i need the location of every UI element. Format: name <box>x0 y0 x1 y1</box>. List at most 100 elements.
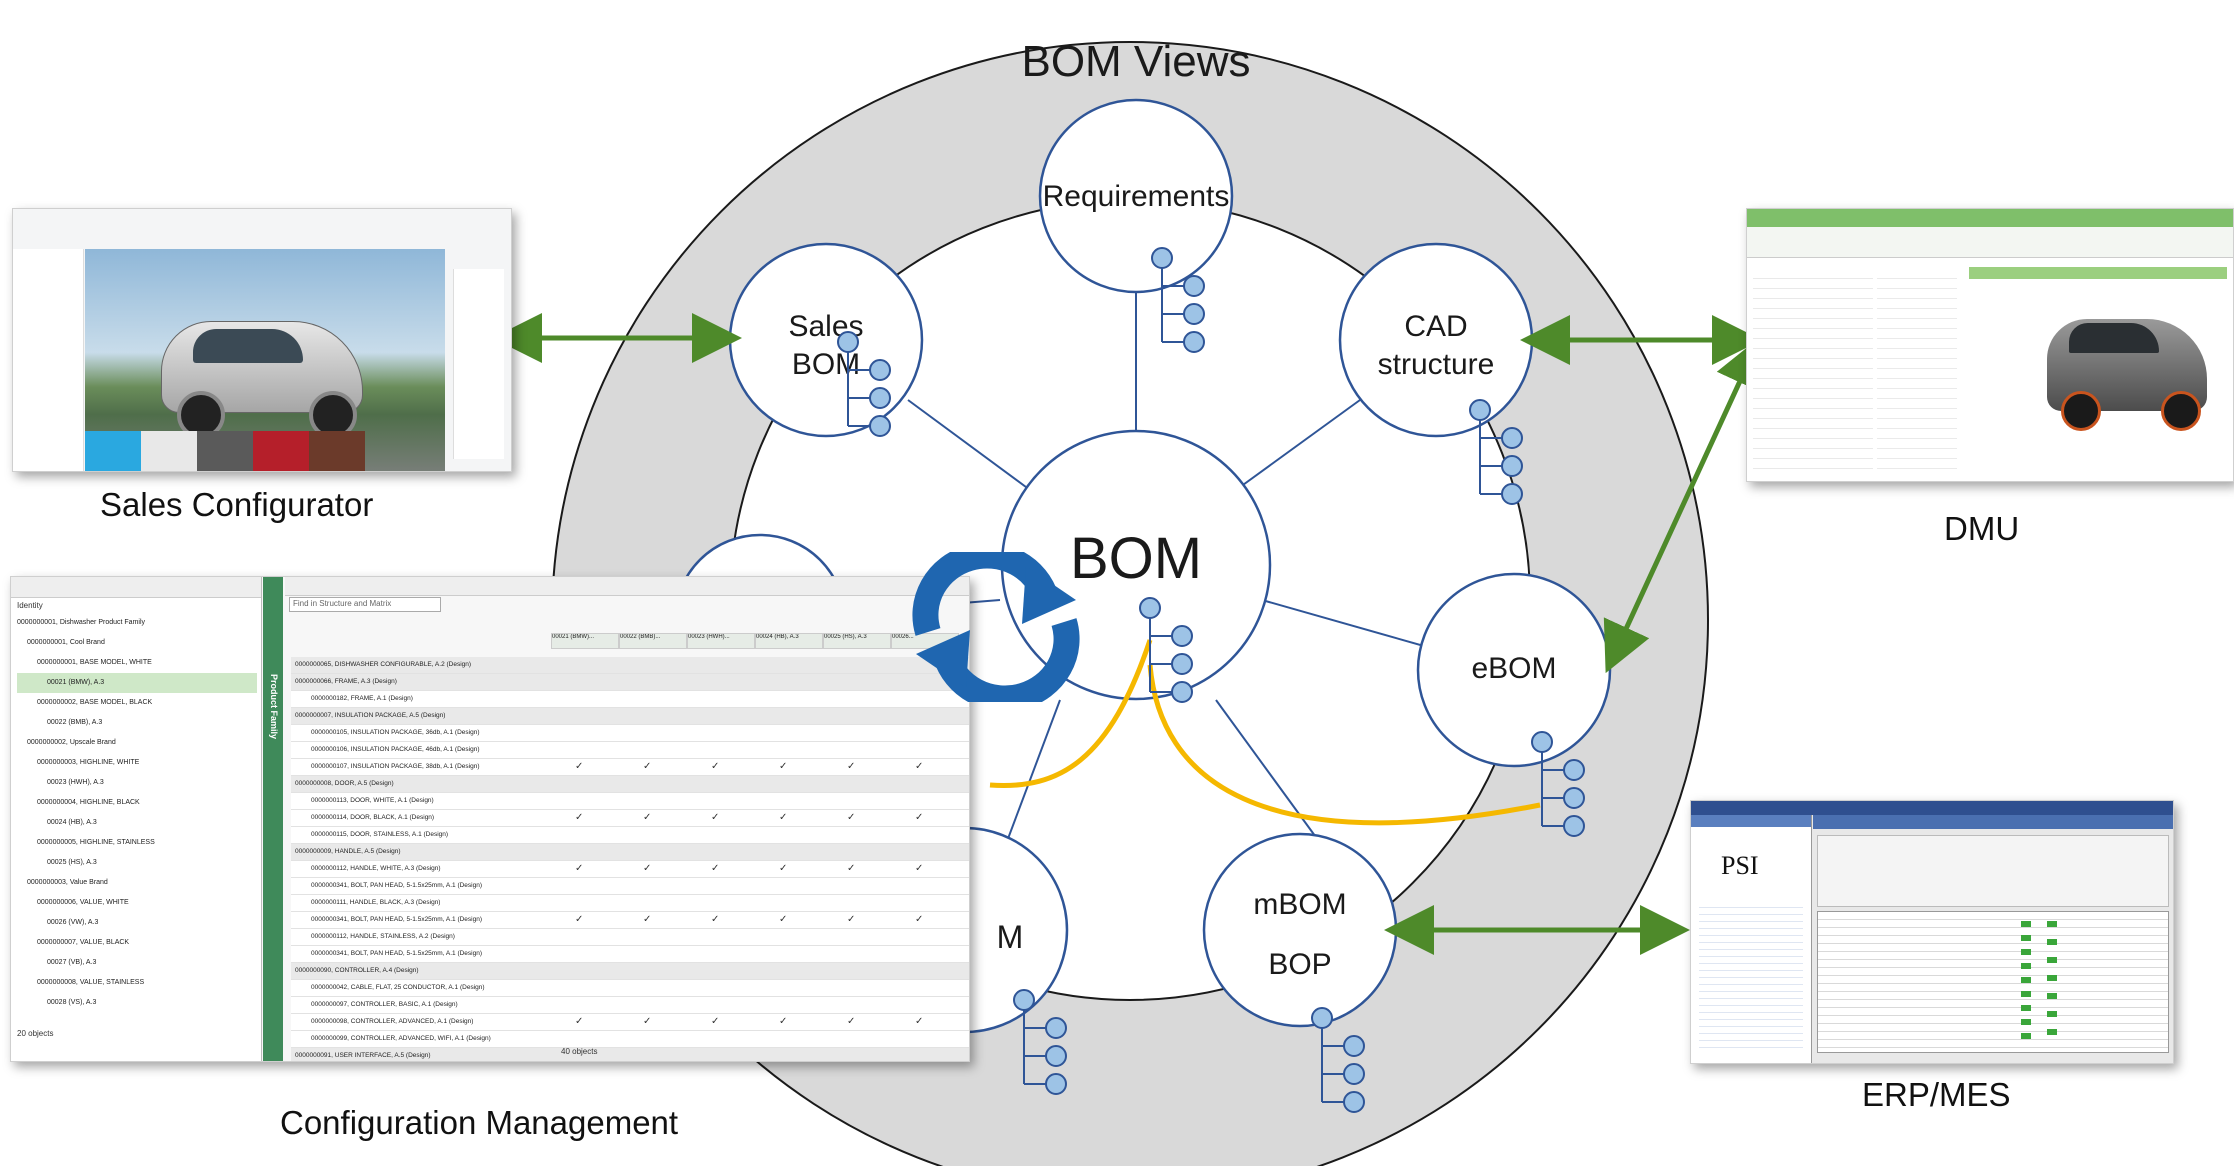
cm-matrix-row-label: 0000000007, INSULATION PACKAGE, A.5 (Des… <box>295 712 446 719</box>
cm-matrix-row-label: 0000000097, CONTROLLER, BASIC, A.1 (Desi… <box>311 1001 458 1008</box>
node-hidden-bottom-label: M <box>997 919 1024 955</box>
cm-check-icon: ✓ <box>847 1016 856 1027</box>
tree-bubble <box>1501 455 1523 477</box>
cm-tree-item[interactable]: 0000000001, Dishwasher Product Family <box>17 619 146 626</box>
cm-check-icon: ✓ <box>643 761 652 772</box>
cm-check-icon: ✓ <box>711 761 720 772</box>
cm-matrix-row[interactable]: 0000000098, CONTROLLER, ADVANCED, A.1 (D… <box>291 1014 969 1031</box>
cm-check-icon: ✓ <box>779 761 788 772</box>
cm-tree-item[interactable]: 00025 (HS), A.3 <box>47 859 97 866</box>
node-mbom-label-1: mBOM <box>1253 888 1346 921</box>
cm-matrix-row[interactable]: 0000000182, FRAME, A.1 (Design) <box>291 691 969 708</box>
cm-matrix-row[interactable]: 0000000115, DOOR, STAINLESS, A.1 (Design… <box>291 827 969 844</box>
cm-tree-item[interactable]: 00024 (HB), A.3 <box>47 819 97 826</box>
caption-erp-mes: ERP/MES <box>1862 1076 2011 1113</box>
cm-tree-item[interactable]: 00023 (HWH), A.3 <box>47 779 104 786</box>
tree-bubble-glyph <box>1151 247 1205 353</box>
cm-matrix-row[interactable]: 0000000066, FRAME, A.3 (Design) <box>291 674 969 691</box>
cm-matrix-row[interactable]: 0000000007, INSULATION PACKAGE, A.5 (Des… <box>291 708 969 725</box>
cm-matrix-row[interactable]: 0000000091, USER INTERFACE, A.5 (Design) <box>291 1048 969 1061</box>
cm-matrix-row[interactable]: 0000000106, INSULATION PACKAGE, 46db, A.… <box>291 742 969 759</box>
cm-check-icon: ✓ <box>915 761 924 772</box>
cm-matrix-row[interactable]: 0000000114, DOOR, BLACK, A.1 (Design)✓✓✓… <box>291 810 969 827</box>
cm-matrix-row[interactable]: 0000000008, DOOR, A.5 (Design) <box>291 776 969 793</box>
cm-matrix: 0000000065, DISHWASHER CONFIGURABLE, A.2… <box>291 657 969 1061</box>
cm-tree-item[interactable]: 0000000004, HIGHLINE, BLACK <box>37 799 140 806</box>
tree-bubble <box>869 359 891 381</box>
cm-matrix-row[interactable]: 0000000111, HANDLE, BLACK, A.3 (Design) <box>291 895 969 912</box>
cm-matrix-row[interactable]: 0000000341, BOLT, PAN HEAD, 5-1.5x25mm, … <box>291 912 969 929</box>
tree-bubbles <box>837 247 1585 1113</box>
cm-tree-item[interactable]: 00027 (VB), A.3 <box>47 959 97 966</box>
tree-bubble <box>1343 1035 1365 1057</box>
cm-matrix-row[interactable]: 0000000042, CABLE, FLAT, 25 CONDUCTOR, A… <box>291 980 969 997</box>
cm-tree-item[interactable]: 0000000008, VALUE, STAINLESS <box>37 979 145 986</box>
tree-bubble <box>1013 989 1035 1011</box>
tree-bubble <box>1045 1017 1067 1039</box>
cm-check-icon: ✓ <box>779 914 788 925</box>
cm-matrix-row[interactable]: 0000000090, CONTROLLER, A.4 (Design) <box>291 963 969 980</box>
cm-tree-item[interactable]: 0000000001, BASE MODEL, WHITE <box>37 659 152 666</box>
tree-bubble <box>869 387 891 409</box>
cm-matrix-row-label: 0000000099, CONTROLLER, ADVANCED, WIFI, … <box>311 1035 491 1042</box>
cm-column-header[interactable]: 00023 (HWH)... <box>687 633 755 649</box>
cm-matrix-row[interactable]: 0000000065, DISHWASHER CONFIGURABLE, A.2… <box>291 657 969 674</box>
cm-matrix-row-label: 0000000091, USER INTERFACE, A.5 (Design) <box>295 1052 431 1059</box>
node-cad-label-1: CAD <box>1404 310 1467 343</box>
cm-check-icon: ✓ <box>575 812 584 823</box>
cm-tree-item[interactable]: 0000000003, HIGHLINE, WHITE <box>37 759 140 766</box>
cm-matrix-row[interactable]: 0000000341, BOLT, PAN HEAD, 5-1.5x25mm, … <box>291 878 969 895</box>
cm-tree-item[interactable]: 0000000007, VALUE, BLACK <box>37 939 130 946</box>
cm-tree-item[interactable]: 00026 (VW), A.3 <box>47 919 99 926</box>
tree-bubble <box>1311 1007 1333 1029</box>
tree-bubble <box>1531 731 1553 753</box>
tree-bubble <box>1183 331 1205 353</box>
cm-tree-item[interactable]: 0000000002, BASE MODEL, BLACK <box>37 699 153 706</box>
node-bom-label: BOM <box>1070 526 1202 591</box>
cm-matrix-row-label: 0000000090, CONTROLLER, A.4 (Design) <box>295 967 419 974</box>
configuration-management-screenshot: Identity 0000000001, Dishwasher Product … <box>10 576 970 1062</box>
cm-matrix-row[interactable]: 0000000105, INSULATION PACKAGE, 36db, A.… <box>291 725 969 742</box>
cm-tree-item[interactable]: 0000000003, Value Brand <box>27 879 108 886</box>
cm-tree-item[interactable]: 00022 (BMB), A.3 <box>47 719 103 726</box>
tree-bubble <box>1171 625 1193 647</box>
erp-screenshot: PSI <box>1690 800 2174 1064</box>
cm-matrix-row-label: 0000000106, INSULATION PACKAGE, 46db, A.… <box>311 746 480 753</box>
tree-bubble <box>1501 427 1523 449</box>
cm-check-icon: ✓ <box>779 863 788 874</box>
cm-matrix-row[interactable]: 0000000009, HANDLE, A.5 (Design) <box>291 844 969 861</box>
cm-footer-left: 20 objects <box>17 1029 54 1038</box>
cm-column-header[interactable]: 00021 (BMW)... <box>551 633 619 649</box>
cm-column-header[interactable]: 00022 (BMB)... <box>619 633 687 649</box>
cm-tree-item[interactable]: 0000000002, Upscale Brand <box>27 739 116 746</box>
cm-side-tab[interactable]: Product Family <box>269 674 279 740</box>
cm-find-input[interactable]: Find in Structure and Matrix <box>293 599 392 608</box>
cm-matrix-row[interactable]: 0000000341, BOLT, PAN HEAD, 5-1.5x25mm, … <box>291 946 969 963</box>
cm-matrix-row[interactable]: 0000000097, CONTROLLER, BASIC, A.1 (Desi… <box>291 997 969 1014</box>
cm-matrix-row[interactable]: 0000000113, DOOR, WHITE, A.1 (Design) <box>291 793 969 810</box>
tree-bubble <box>1139 597 1161 619</box>
cm-matrix-row-label: 0000000111, HANDLE, BLACK, A.3 (Design) <box>311 899 441 906</box>
cm-matrix-row-label: 0000000341, BOLT, PAN HEAD, 5-1.5x25mm, … <box>311 882 483 889</box>
cm-column-header[interactable]: 00025 (HS), A.3 <box>823 633 891 649</box>
cm-check-icon: ✓ <box>575 914 584 925</box>
cm-tree-item[interactable]: 00028 (VS), A.3 <box>47 999 97 1006</box>
cm-matrix-row[interactable]: 0000000099, CONTROLLER, ADVANCED, WIFI, … <box>291 1031 969 1048</box>
cm-matrix-row[interactable]: 0000000112, HANDLE, WHITE, A.3 (Design)✓… <box>291 861 969 878</box>
yellow-links <box>989 639 1541 826</box>
cm-matrix-row[interactable]: 0000000107, INSULATION PACKAGE, 38db, A.… <box>291 759 969 776</box>
cm-check-icon: ✓ <box>915 863 924 874</box>
green-arrows <box>492 313 1763 955</box>
tree-bubble-glyph <box>1013 989 1067 1095</box>
cm-column-header[interactable]: 00024 (HB), A.3 <box>755 633 823 649</box>
tree-bubble <box>1563 759 1585 781</box>
cm-tree-item[interactable]: 0000000006, VALUE, WHITE <box>37 899 129 906</box>
cm-matrix-row-label: 0000000113, DOOR, WHITE, A.1 (Design) <box>311 797 434 804</box>
diagram-title: BOM Views <box>1021 37 1250 86</box>
cm-matrix-row-label: 0000000182, FRAME, A.1 (Design) <box>311 695 413 702</box>
cm-tree-item[interactable]: 00021 (BMW), A.3 <box>17 673 257 693</box>
cm-matrix-row[interactable]: 0000000112, HANDLE, STAINLESS, A.2 (Desi… <box>291 929 969 946</box>
cm-tree-item[interactable]: 0000000005, HIGHLINE, STAINLESS <box>37 839 155 846</box>
cm-tree-item[interactable]: 0000000001, Cool Brand <box>27 639 105 646</box>
